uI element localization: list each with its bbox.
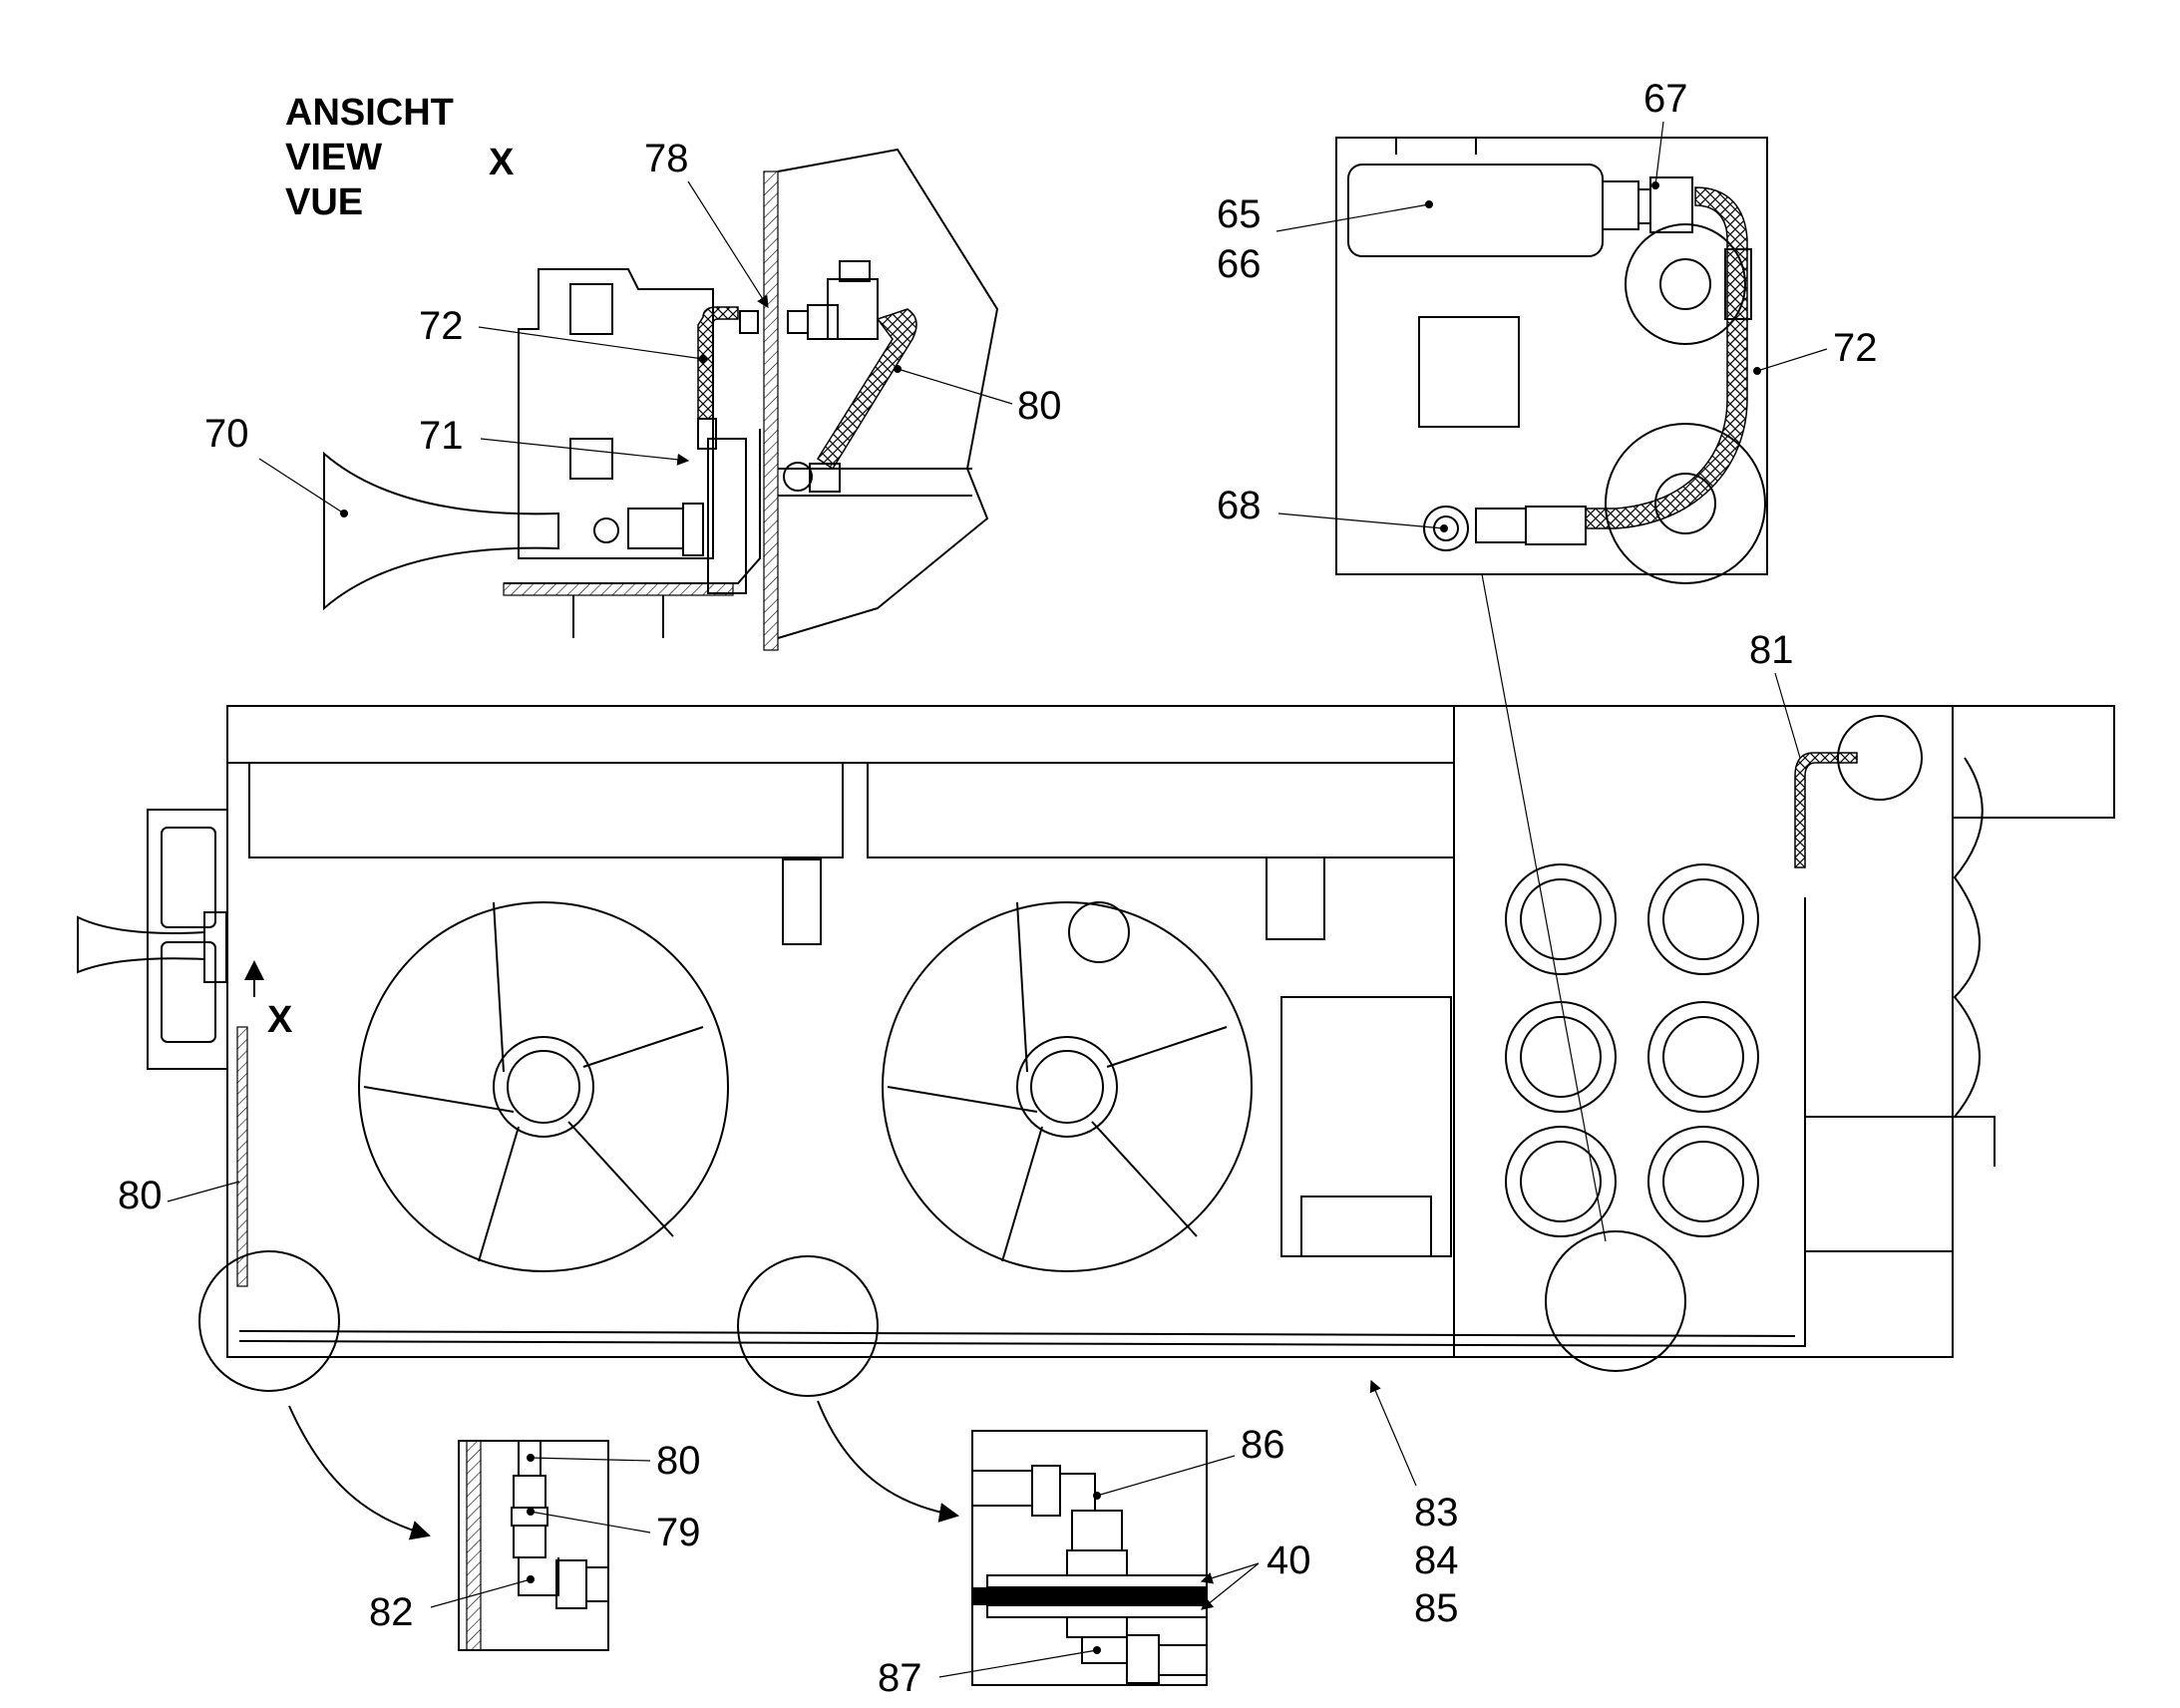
callout-80-view: 80: [1017, 384, 1062, 428]
fan-left: [358, 901, 729, 1272]
callout-85: 85: [1414, 1586, 1459, 1630]
reservoir-detail: 67 65 66 72 68: [1217, 77, 1878, 1242]
callout-72-detail: 72: [1833, 326, 1878, 370]
view-title-line1: ANSICHT: [285, 92, 454, 134]
main-frame: [226, 705, 1954, 1358]
hose-72-detail: [1585, 186, 1748, 529]
callout-67: 67: [1643, 77, 1688, 121]
callout-70: 70: [204, 412, 249, 456]
wall-section: [763, 171, 779, 651]
callout-66: 66: [1217, 242, 1262, 286]
callout-86: 86: [1241, 1423, 1285, 1467]
view-title-marker: X: [489, 142, 515, 183]
callout-87: 87: [878, 1656, 922, 1700]
horn-drawing: [323, 451, 559, 611]
fan-right: [882, 901, 1253, 1272]
callout-82: 82: [369, 1590, 414, 1634]
callout-65: 65: [1217, 192, 1262, 236]
filter-body-65: [1347, 164, 1604, 257]
callout-80-main: 80: [118, 1174, 163, 1217]
detail-frame: [1335, 137, 1768, 575]
callout-80-inset: 80: [656, 1439, 701, 1483]
inset-left: 80 79 82: [369, 1439, 701, 1651]
callout-84: 84: [1414, 1538, 1459, 1582]
callout-83: 83: [1414, 1491, 1459, 1535]
view-marker-main: X: [267, 999, 293, 1041]
main-assembly: X 81 80 83 84 85: [77, 628, 2115, 1630]
hose-80-view: [816, 308, 917, 471]
view-title-line3: VUE: [285, 181, 363, 223]
view-title-line2: VIEW: [285, 137, 382, 178]
inset-right: 86 40 87: [878, 1423, 1311, 1700]
callout-79: 79: [656, 1511, 701, 1554]
view-x-detail: ANSICHT VIEW VUE X: [204, 92, 1062, 651]
callout-40: 40: [1267, 1538, 1311, 1582]
callout-81: 81: [1749, 628, 1794, 672]
callout-72-view: 72: [419, 304, 464, 348]
callout-68: 68: [1217, 484, 1262, 527]
wall-break-line: [777, 148, 999, 639]
callout-71: 71: [419, 414, 464, 458]
callout-78: 78: [644, 137, 689, 180]
hose-80-main: [236, 1026, 248, 1287]
